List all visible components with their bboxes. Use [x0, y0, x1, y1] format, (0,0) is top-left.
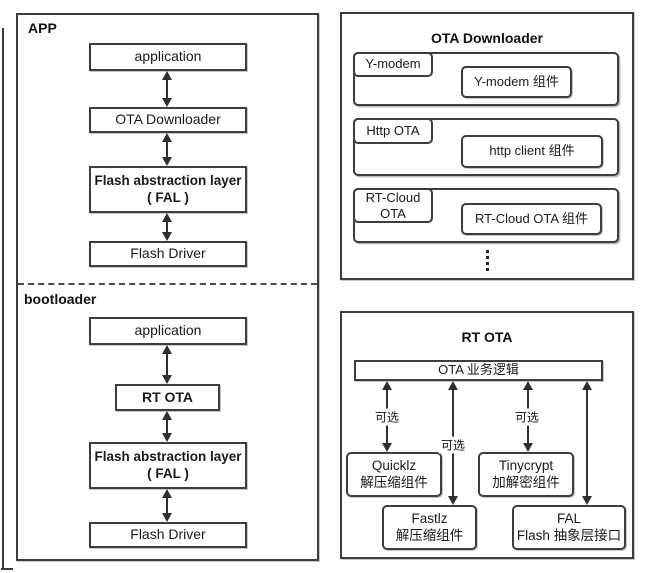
component-box-ymodem: Y-modem 组件: [461, 66, 572, 98]
fastlz-box: Fastlz 解压缩组件: [382, 505, 477, 550]
double-arrow: [161, 133, 173, 166]
protocol-tab-rtcloud: RT-Cloud OTA: [353, 188, 433, 223]
arrow-shaft: [166, 498, 168, 513]
firmware-layers-panel: APP application OTA Downloader Flash abs…: [16, 13, 319, 561]
component-box-ymodem-label: Y-modem 组件: [474, 73, 559, 89]
optional-label-fastlz: 可选: [438, 436, 468, 454]
ota-downloader-box: OTA Downloader: [89, 107, 247, 133]
ota-downloader-panel: OTA Downloader Y-modem Y-modem 组件 Http O…: [340, 12, 634, 280]
tinycrypt-box: Tinycrypt 加解密组件: [478, 452, 574, 497]
rt-ota-panel-title: RT OTA: [461, 329, 513, 345]
double-arrow: [161, 213, 173, 241]
double-arrow: [161, 345, 173, 384]
optional-label-tinycrypt: 可选: [512, 408, 542, 426]
page-edge-line-vertical: [2, 28, 4, 570]
arrow-down-icon: [162, 433, 172, 442]
arrow-down-icon: [382, 443, 392, 452]
arrow-up-icon: [162, 411, 172, 420]
arrow-down-icon: [162, 232, 172, 241]
optional-label-quicklz: 可选: [372, 408, 402, 426]
component-box-http-label: http client 组件: [489, 143, 575, 159]
arrow-shaft: [166, 354, 168, 375]
fal-box-app: Flash abstraction layer ( FAL ): [89, 166, 247, 213]
rt-ota-box-label: RT OTA: [141, 388, 194, 405]
arrow-shaft: [166, 80, 168, 98]
ota-downloader-panel-title: OTA Downloader: [431, 30, 543, 46]
arrow-up-icon: [523, 381, 533, 390]
rt-ota-panel: RT OTA OTA 业务逻辑 可选 可选 可选: [340, 311, 634, 559]
tinycrypt-box-line2: 加解密组件: [492, 474, 560, 490]
arrow-down-icon: [162, 157, 172, 166]
ota-logic-box-label: OTA 业务逻辑: [438, 362, 519, 378]
rt-ota-box: RT OTA: [115, 384, 220, 411]
fastlz-box-line2: 解压缩组件: [395, 527, 464, 543]
arrow-down-icon: [448, 496, 458, 505]
arrow-up-icon: [162, 213, 172, 222]
fal-interface-box-line1: FAL: [556, 510, 581, 526]
arrow-up-icon: [162, 489, 172, 498]
arrow-up-icon: [382, 381, 392, 390]
quicklz-box: Quicklz 解压缩组件: [346, 452, 442, 497]
application-box-app-label: application: [134, 48, 202, 65]
arrow-down-icon: [162, 98, 172, 107]
tinycrypt-box-line1: Tinycrypt: [498, 457, 554, 473]
bootloader-section-label: bootloader: [24, 291, 97, 307]
flash-driver-box-bootloader-label: Flash Driver: [130, 526, 206, 543]
app-section-label: APP: [28, 20, 57, 36]
ota-logic-box: OTA 业务逻辑: [354, 360, 603, 381]
protocol-tab-http-label: Http OTA: [366, 122, 420, 138]
quicklz-box-line1: Quicklz: [371, 457, 417, 473]
fal-box-bootloader-line1: Flash abstraction layer: [94, 448, 242, 464]
fastlz-box-line1: Fastlz: [411, 510, 448, 526]
arrow-shaft: [166, 222, 168, 232]
arrow-up-icon: [582, 381, 592, 390]
arrow-up-icon: [162, 71, 172, 80]
fal-box-app-line1: Flash abstraction layer: [94, 172, 242, 188]
fal-box-bootloader-line2: ( FAL ): [147, 465, 189, 481]
arrow-down-icon: [523, 443, 533, 452]
fal-box-app-line2: ( FAL ): [147, 189, 189, 205]
arrow-up-icon: [162, 133, 172, 142]
double-arrow-fal-interface: [581, 381, 593, 505]
fal-interface-box: FAL Flash 抽象层接口: [512, 505, 626, 550]
double-arrow: [161, 71, 173, 107]
double-arrow: [161, 489, 173, 522]
flash-driver-box-app: Flash Driver: [89, 241, 247, 267]
arrow-up-icon: [162, 345, 172, 354]
protocol-tab-ymodem: Y-modem: [353, 52, 433, 77]
arrow-down-icon: [162, 375, 172, 384]
component-box-rtcloud-label: RT-Cloud OTA 组件: [475, 210, 588, 226]
flash-driver-box-bootloader: Flash Driver: [89, 522, 247, 548]
component-box-rtcloud: RT-Cloud OTA 组件: [461, 203, 602, 235]
protocol-tab-rtcloud-label: RT-Cloud OTA: [365, 189, 421, 221]
arrow-shaft: [166, 142, 168, 157]
arrow-shaft: [586, 390, 588, 496]
arrow-down-icon: [162, 513, 172, 522]
quicklz-box-line2: 解压缩组件: [360, 474, 428, 490]
arrow-down-icon: [582, 496, 592, 505]
protocol-tab-ymodem-label: Y-modem: [365, 56, 421, 72]
application-box-bootloader: application: [89, 317, 247, 345]
fal-interface-box-line2: Flash 抽象层接口: [516, 527, 622, 543]
double-arrow: [161, 411, 173, 442]
component-box-http: http client 组件: [461, 135, 603, 168]
ota-downloader-box-label: OTA Downloader: [115, 111, 221, 128]
application-box-app: application: [89, 43, 247, 71]
arrow-up-icon: [448, 381, 458, 390]
section-divider: [18, 283, 317, 285]
page-edge-line-bottom: [1, 568, 13, 570]
flash-driver-box-app-label: Flash Driver: [130, 245, 206, 262]
fal-box-bootloader: Flash abstraction layer ( FAL ): [89, 442, 247, 489]
application-box-bootloader-label: application: [134, 322, 202, 339]
arrow-shaft: [166, 420, 168, 433]
protocol-tab-http: Http OTA: [353, 118, 433, 144]
vertical-ellipsis-icon: [486, 250, 489, 271]
